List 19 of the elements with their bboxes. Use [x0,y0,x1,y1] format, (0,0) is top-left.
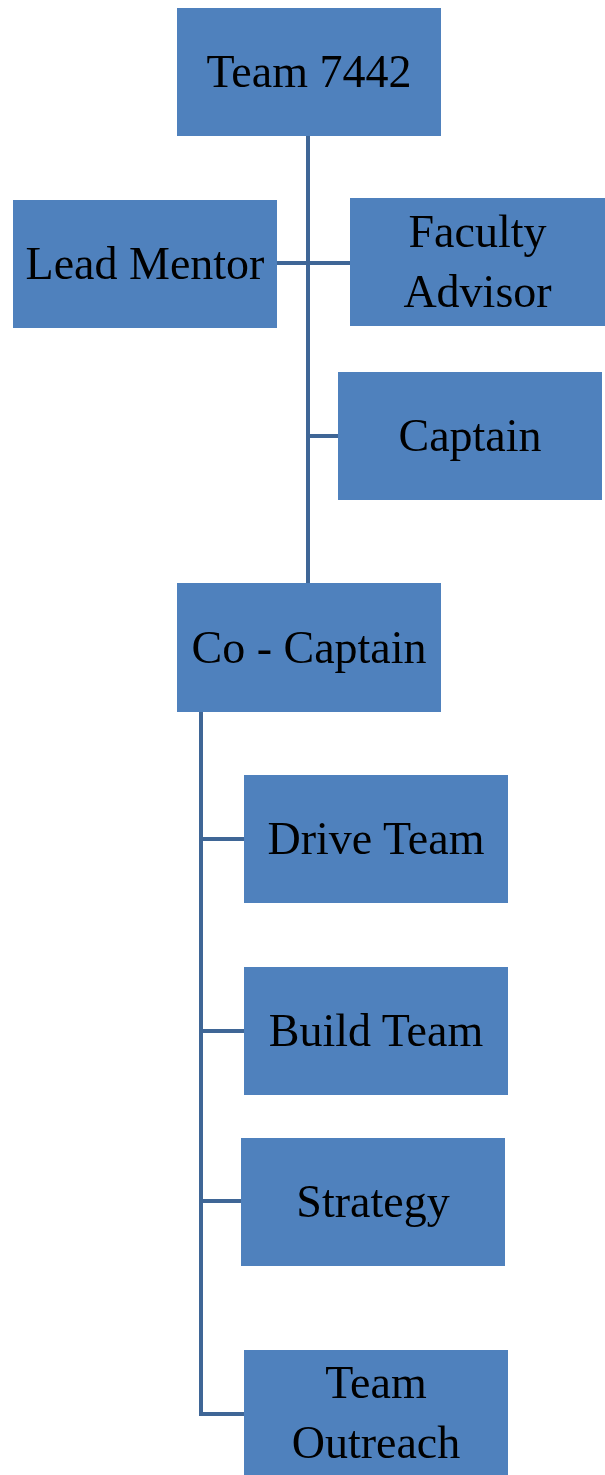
org-box [177,583,441,712]
org-box [350,198,605,326]
role-label: Faculty Advisor [402,205,553,319]
role-label: Captain [397,409,543,463]
org-box [241,1138,505,1266]
org-box [177,8,441,136]
role-label: Strategy [295,1175,451,1229]
org-box [244,967,508,1095]
role-label: Team 7442 [205,45,413,99]
org-box [13,200,277,328]
role-label: Build Team [267,1004,485,1058]
role-label: Drive Team [266,812,486,866]
org-box [244,1350,508,1475]
org-box [338,372,602,500]
role-label: Team Outreach [290,1355,462,1470]
org-box [244,775,508,903]
role-label: Co - Captain [190,620,428,675]
role-label: Lead Mentor [24,237,266,291]
connector-line [306,136,310,583]
